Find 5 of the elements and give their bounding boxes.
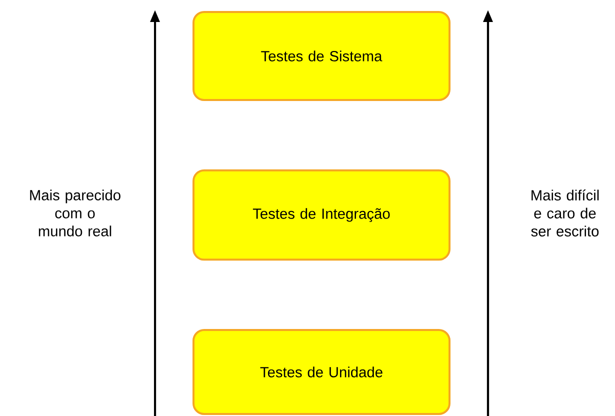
process-box: Testes de Integração (192, 169, 450, 261)
process-box: Testes de Sistema (192, 11, 450, 101)
process-box: Testes de Unidade (192, 329, 450, 415)
side-label: Mais difícil e caro de ser escrito (531, 190, 599, 236)
side-label: Mais parecido com o mundo real (30, 190, 120, 236)
